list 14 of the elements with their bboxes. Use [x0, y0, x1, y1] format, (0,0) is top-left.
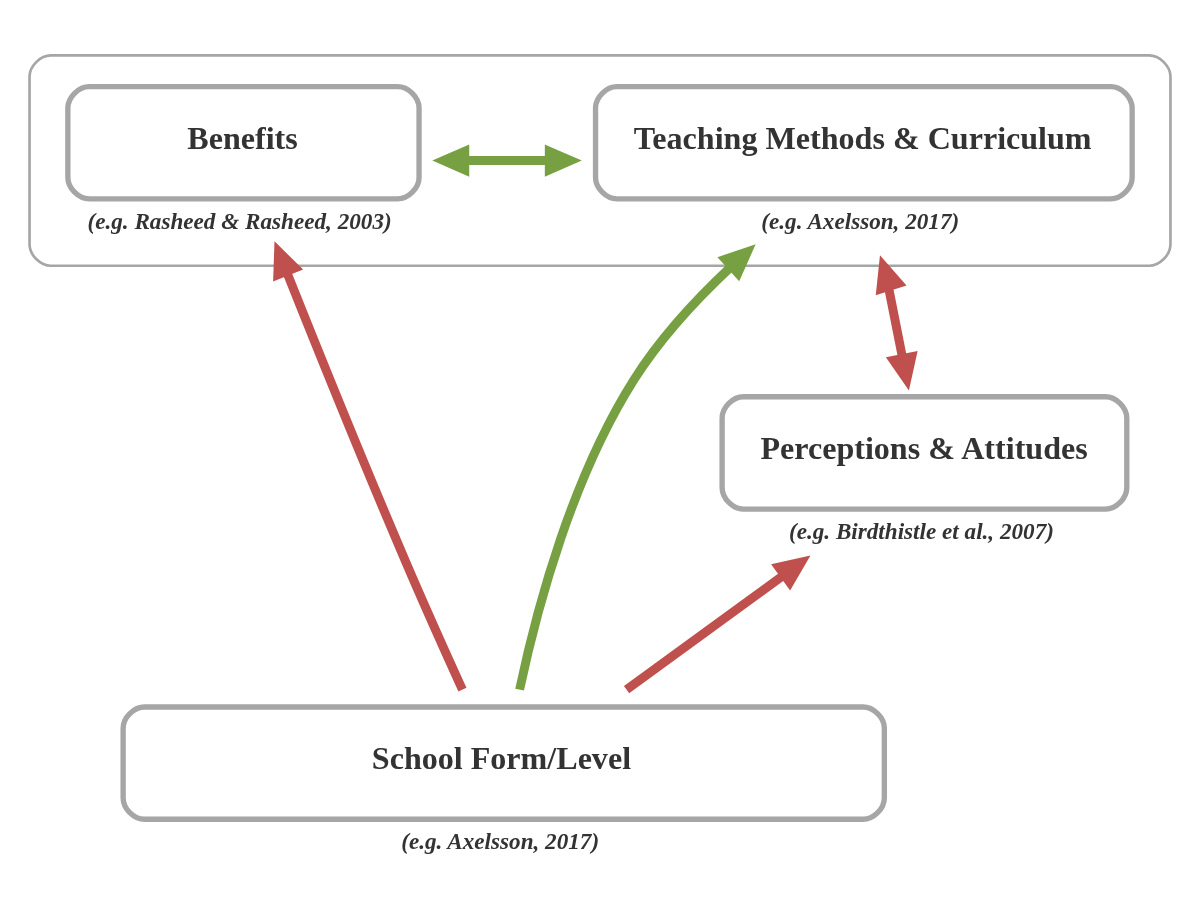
node-box: Benefits: [65, 83, 422, 202]
node-label: (e.g. Birdthistle et al., 2007): [788, 518, 1054, 545]
node-box: School Form/Level: [120, 704, 887, 822]
node-box: Perceptions & Attitudes: [719, 394, 1130, 512]
node-label: (e.g. Axelsson, 2017): [761, 208, 960, 235]
node-label: (e.g. Axelsson, 2017): [401, 828, 600, 855]
arrow: [623, 555, 811, 694]
node-label: (e.g. Rasheed & Rasheed, 2003): [87, 208, 392, 235]
arrow: [273, 241, 467, 692]
arrow: [875, 255, 918, 391]
arrow: [432, 144, 582, 177]
node-box: Teaching Methods & Curriculum: [592, 83, 1135, 202]
arrow: [515, 244, 756, 691]
cluster: [28, 54, 1172, 268]
